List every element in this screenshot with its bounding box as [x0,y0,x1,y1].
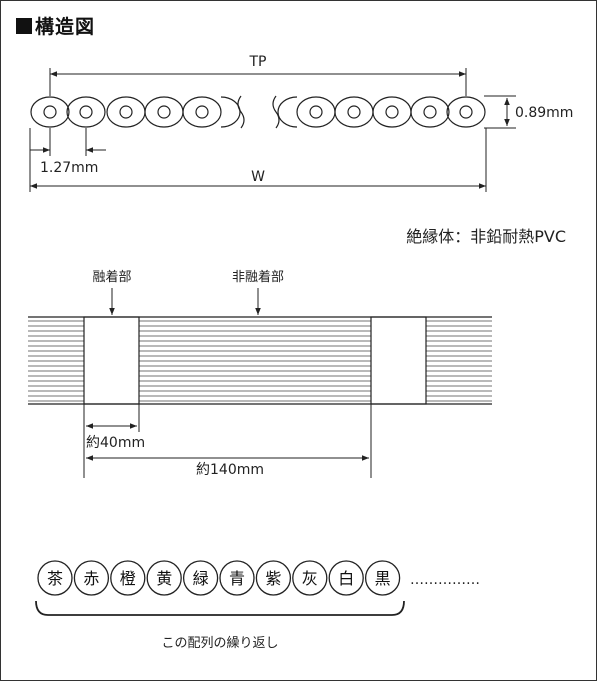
color-circle-7: 紫 [255,560,292,596]
color-circle-6: 青 [219,560,255,596]
color-circle-2: 赤 [73,560,110,596]
conductor-3 [106,96,146,128]
break-mark-left [237,95,245,129]
pitch-dimension [30,128,106,156]
color-label: 灰 [302,569,318,588]
width-label: W [251,169,265,185]
color-label: 黒 [375,569,391,588]
conductor-group-right [277,96,486,128]
color-circle-9: 白 [328,560,364,596]
conductor-9 [410,96,450,128]
pitch-value: 1.27mm [40,160,98,176]
color-label: 赤 [83,569,99,588]
fused-label: 融着部 [92,269,131,285]
fused-length: 約40mm [86,435,145,451]
color-label: 茶 [47,569,63,588]
title-square-icon [16,17,32,34]
color-circle-4: 黄 [146,560,182,596]
color-circle-8: 灰 [292,560,328,596]
color-label: 橙 [120,569,136,588]
color-label: 紫 [265,569,281,588]
color-sequence: 茶赤橙黄緑青紫灰白黒 [37,560,401,596]
color-circle-3: 橙 [110,560,146,596]
length-dimensions [83,404,372,478]
color-label: 緑 [193,569,209,588]
nonfused-label: 非融着部 [232,269,284,285]
title-block: 構造図 [16,12,95,39]
sequence-ellipsis: …………… [410,572,480,588]
repeat-note: この配列の繰り返し [161,636,278,651]
period-length: 約140mm [196,462,264,478]
conductor-1 [30,96,70,128]
conductor-8 [372,96,412,128]
repeat-brace [35,600,405,616]
thickness-dimension [484,95,516,129]
color-circle-1: 茶 [37,560,73,596]
color-label: 青 [229,569,245,588]
color-label: 黄 [156,569,172,588]
conductor-5 [182,96,222,128]
fused-section-2 [370,316,427,405]
conductor-10 [446,96,486,128]
page-title: 構造図 [35,16,96,38]
conductor-6 [296,96,336,128]
color-circle-10: 黒 [364,560,401,596]
tp-label: TP [249,54,267,70]
conductor-4 [144,96,184,128]
conductor-7 [334,96,374,128]
cable-cross-section [30,95,486,129]
tp-dimension [49,68,467,96]
cable-plan-view [28,316,492,405]
width-dimension [29,128,487,192]
conductor-2 [66,96,106,128]
conductor-group-left [30,96,241,128]
thickness-value: 0.89mm [515,105,573,121]
break-mark-right [272,95,280,129]
insulation-note: 絶縁体：非鉛耐熱PVC [406,227,566,246]
color-label: 白 [338,569,354,588]
fused-section-1 [83,316,140,405]
color-circle-5: 緑 [182,560,219,596]
